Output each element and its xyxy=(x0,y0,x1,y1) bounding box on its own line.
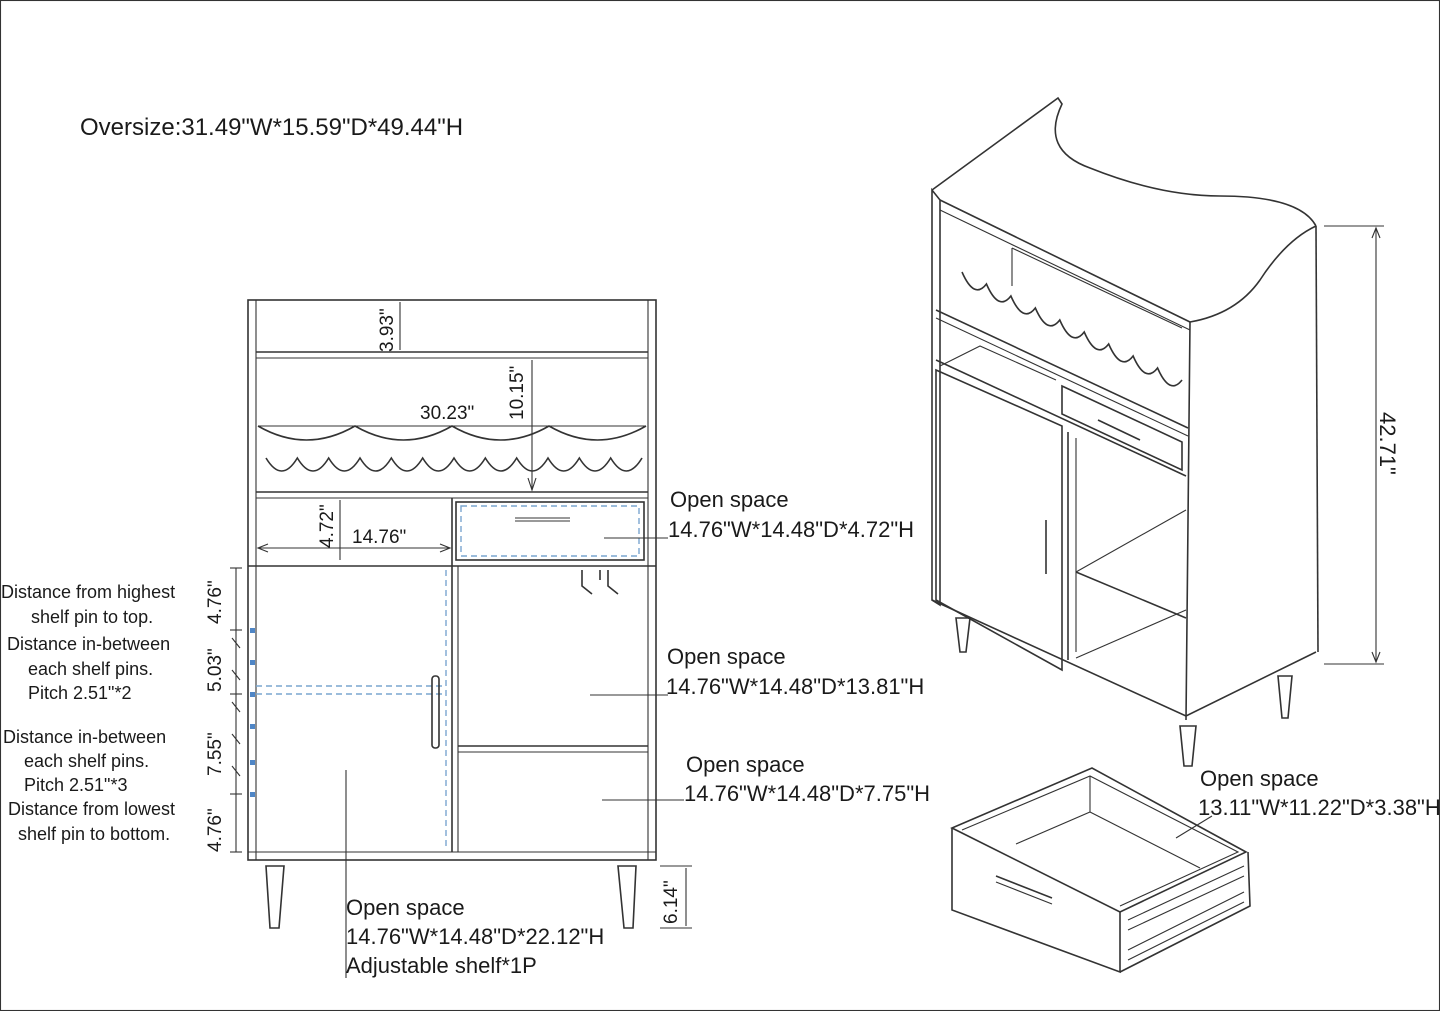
iso-drawer-detail xyxy=(950,767,1251,974)
pin-dim-top: 4.76" xyxy=(205,580,226,624)
page-title: Oversize:31.49"W*15.59"D*49.44"H xyxy=(80,114,464,141)
pull-out-drawer-title: Open space xyxy=(1200,766,1319,791)
dim-wine-rack-height: 10.15" xyxy=(507,365,528,420)
front-drawer xyxy=(455,501,645,561)
iso-top-profile xyxy=(931,96,1317,227)
door-handle xyxy=(431,675,440,749)
dim-wine-rack-width: 30.23" xyxy=(420,403,475,424)
shelf-pins xyxy=(250,628,255,797)
pull-out-drawer-size: 13.11"W*11.22"D*3.38"H xyxy=(1198,795,1440,820)
dim-left-compartment-width: 14.76" xyxy=(352,527,407,548)
note-mid1-line1: Distance in-between xyxy=(7,634,171,654)
dim-top-compartment: 3.93" xyxy=(377,308,398,352)
note-mid2-line1: Distance in-between xyxy=(3,727,167,747)
note-top-line2: shelf pin to top. xyxy=(31,607,154,627)
iso-wine-rack xyxy=(961,271,1183,387)
note-mid2-line2: each shelf pins. xyxy=(24,751,150,771)
iso-drawer xyxy=(1061,384,1183,472)
right-lower-space-size: 14.76"W*14.48"D*7.75"H xyxy=(684,781,931,806)
pin-dim-pitch-2: 5.03" xyxy=(205,648,226,692)
note-mid1-line2: each shelf pins. xyxy=(28,659,154,679)
front-leg-left xyxy=(265,865,285,929)
iso-dim-height: 42.71" xyxy=(1375,412,1400,475)
drawer-space-size: 14.76"W*14.48"D*4.72"H xyxy=(668,517,915,542)
note-mid1-line3: Pitch 2.51"*2 xyxy=(28,683,132,703)
stemware-hooks xyxy=(581,570,619,595)
wine-rack-wave-top xyxy=(257,425,647,441)
drawer-handle xyxy=(515,517,570,522)
iso-view xyxy=(931,96,1384,767)
right-upper-space-title: Open space xyxy=(667,644,786,669)
dim-left-compartment-height: 4.72" xyxy=(317,504,338,548)
left-space-note: Adjustable shelf*1P xyxy=(346,953,537,978)
note-bottom-line2: shelf pin to bottom. xyxy=(18,824,171,844)
drawer-space-title: Open space xyxy=(670,487,789,512)
dim-leg-height: 6.14" xyxy=(661,880,682,924)
pin-dim-pitch-3: 7.55" xyxy=(205,732,226,776)
front-outer-frame xyxy=(247,299,657,861)
note-mid2-line3: Pitch 2.51"*3 xyxy=(24,775,128,795)
wine-rack-wave-bottom xyxy=(265,456,643,472)
note-top-line1: Distance from highest xyxy=(1,582,176,602)
right-upper-space-size: 14.76"W*14.48"D*13.81"H xyxy=(666,674,925,699)
note-bottom-line1: Distance from lowest xyxy=(8,799,176,819)
left-space-title: Open space xyxy=(346,895,465,920)
left-space-size: 14.76"W*14.48"D*22.12"H xyxy=(346,924,605,949)
iso-door xyxy=(935,368,1063,672)
front-leg-right xyxy=(617,865,637,929)
front-view xyxy=(230,299,692,978)
pin-dim-bottom: 4.76" xyxy=(205,808,226,852)
right-lower-space-title: Open space xyxy=(686,752,805,777)
